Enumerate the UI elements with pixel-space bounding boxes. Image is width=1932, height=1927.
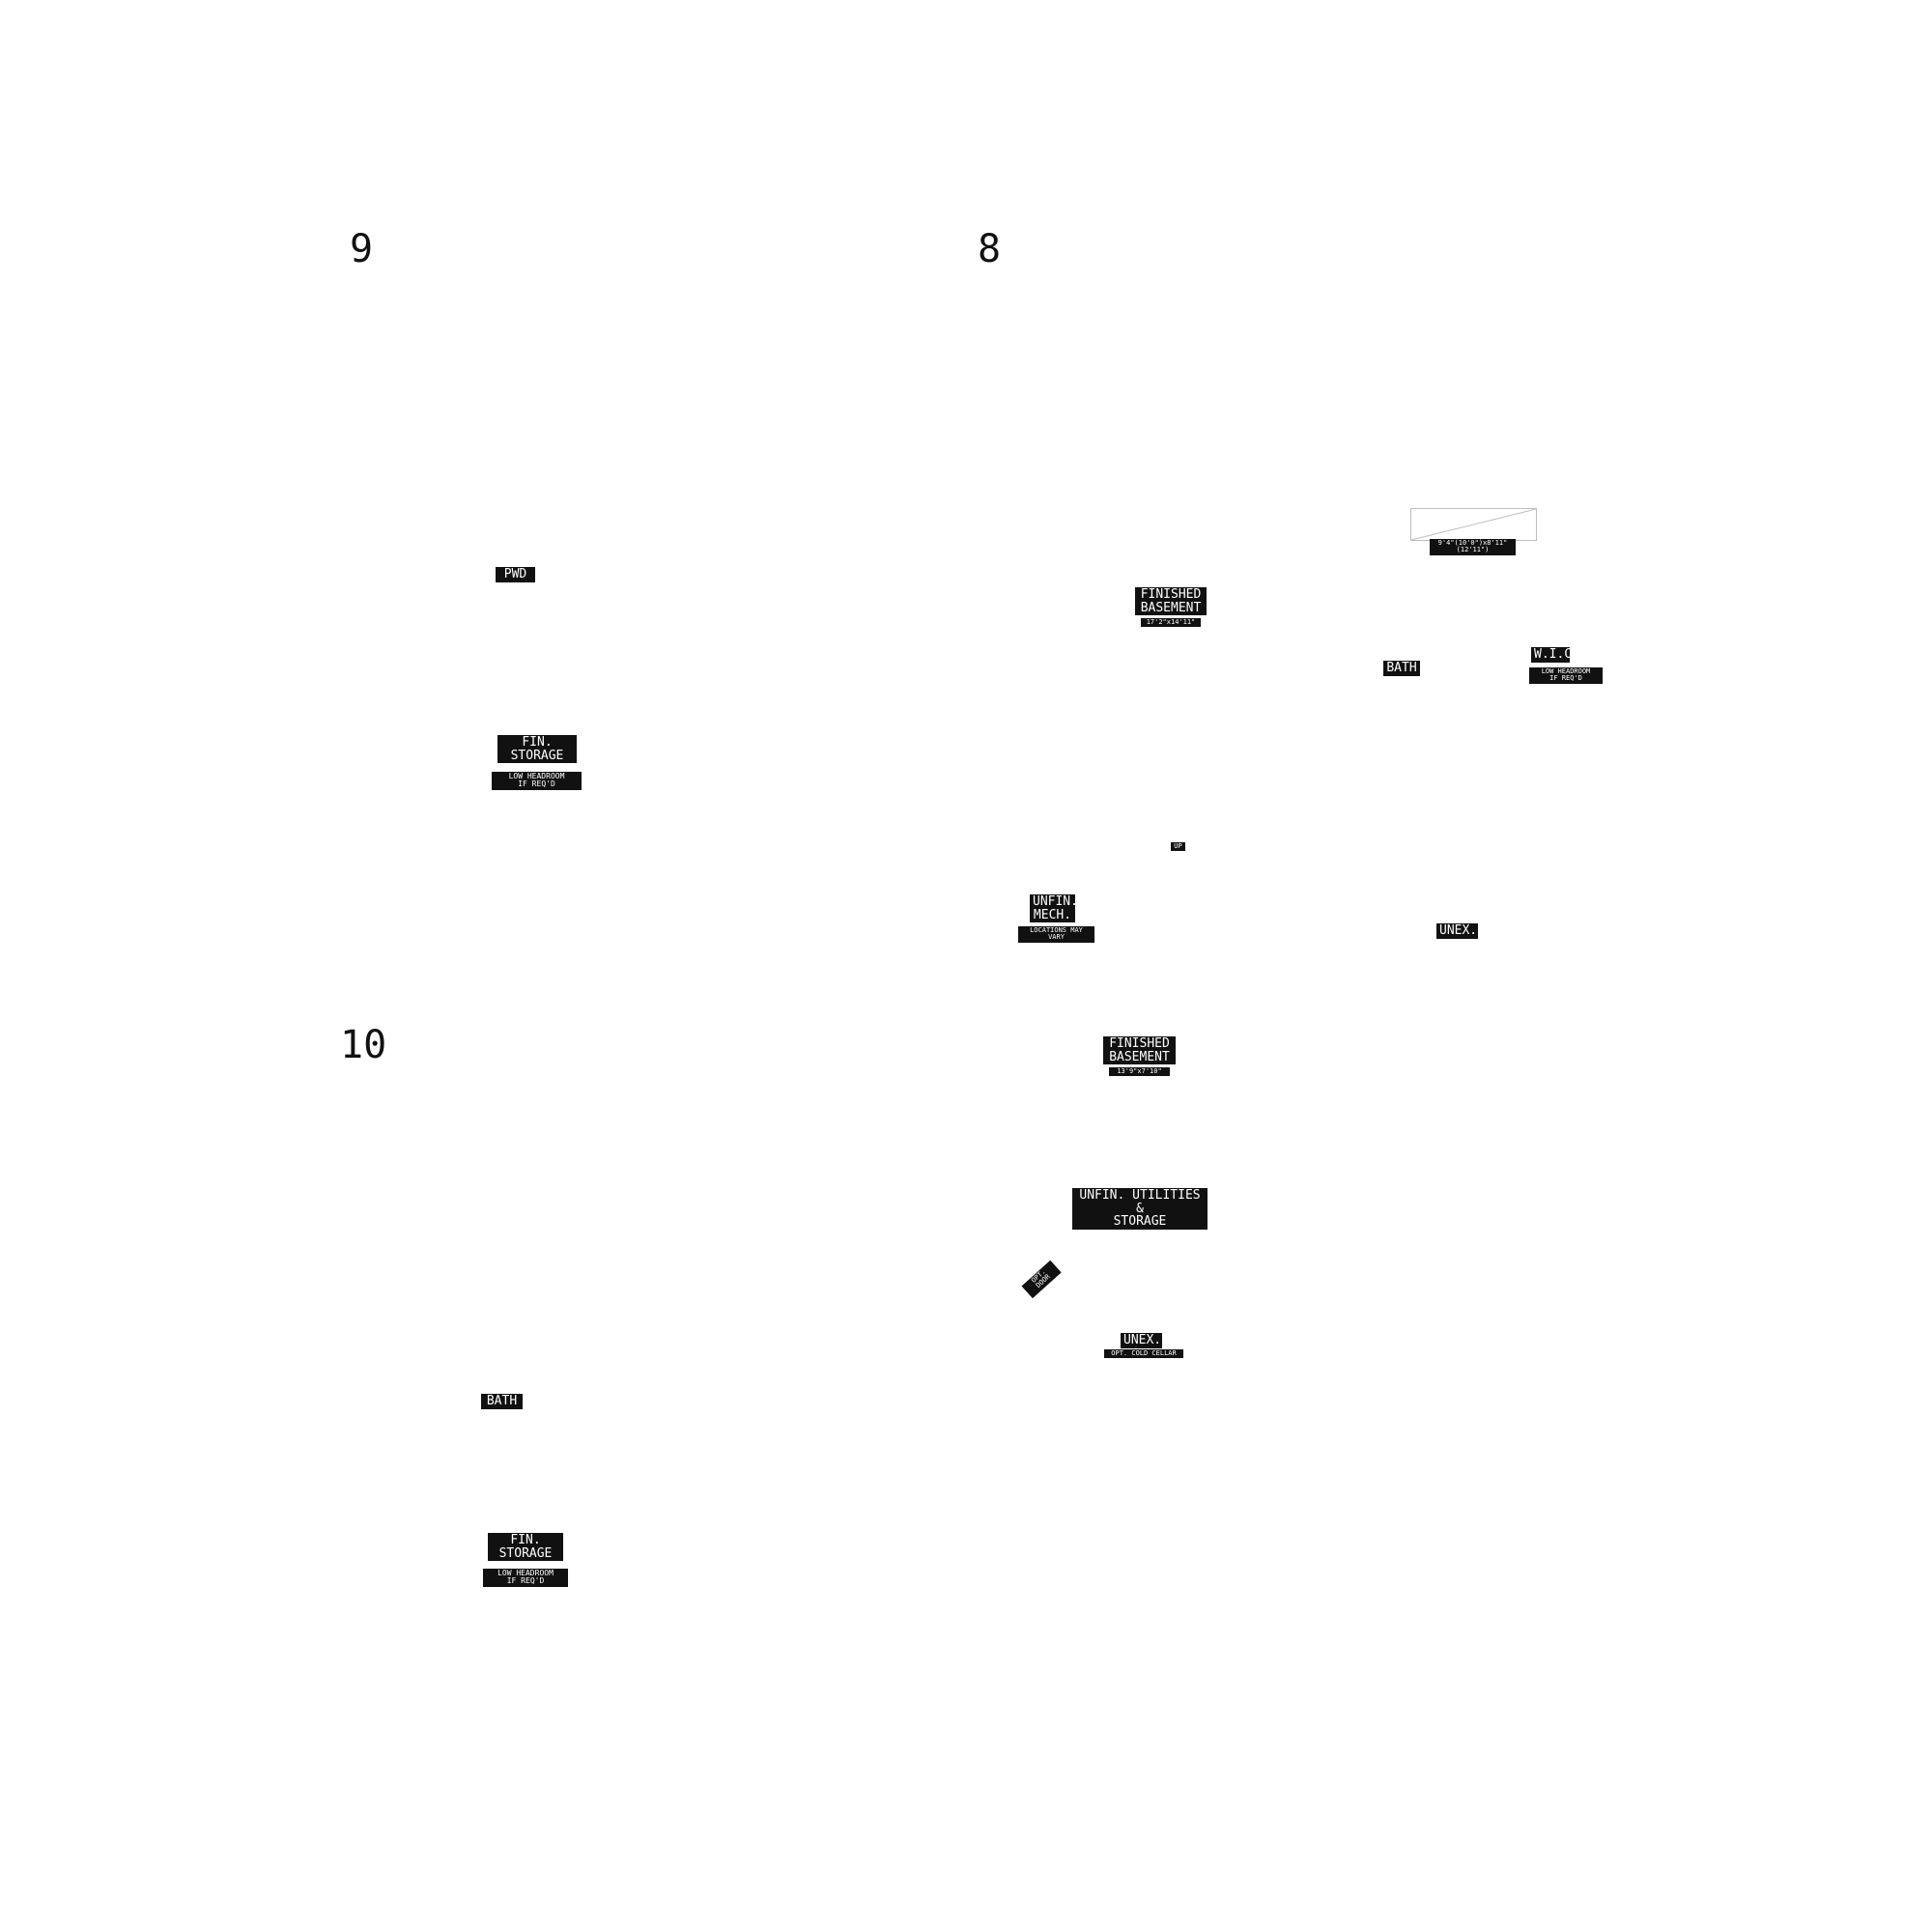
room-label-bath: BATH xyxy=(1383,661,1420,676)
room-label-bath-plan10: BATH xyxy=(481,1394,523,1409)
room-label-unex: UNEX. xyxy=(1436,923,1478,939)
plan-number-10: 10 xyxy=(340,1023,387,1067)
dimension-box-diagonal-line xyxy=(1411,509,1536,540)
room-note-wic-low-headroom: LOW HEADROOM IF REQ'D xyxy=(1529,667,1603,684)
room-dimension-finished-basement: 17'2"x14'11" xyxy=(1141,618,1201,628)
room-label-unfin-utilities-storage: UNFIN. UTILITIES & STORAGE xyxy=(1072,1188,1208,1230)
room-label-fin-storage: FIN. STORAGE xyxy=(497,735,577,764)
room-label-fin-storage-plan10: FIN. STORAGE xyxy=(488,1533,563,1562)
room-dimension-label: 9'4"(10'0")x8'11"(12'11") xyxy=(1430,539,1516,555)
room-label-wic: W.I.C. xyxy=(1531,647,1579,663)
room-note-low-headroom-plan10: LOW HEADROOM IF REQ'D xyxy=(483,1569,568,1587)
room-note-locations-may-vary: LOCATIONS MAY VARY xyxy=(1018,926,1094,943)
room-label-finished-basement: FINISHED BASEMENT xyxy=(1135,587,1207,616)
plan-number-8: 8 xyxy=(978,227,1002,271)
room-label-unfin-mech: UNFIN. MECH. xyxy=(1030,894,1078,923)
room-label-unex-2: UNEX. xyxy=(1121,1333,1162,1348)
stair-label-up: UP xyxy=(1171,842,1185,852)
dimension-box-diagonal xyxy=(1411,509,1536,540)
room-note-low-headroom: LOW HEADROOM IF REQ'D xyxy=(492,772,582,790)
plan-number-9: 9 xyxy=(350,227,374,271)
room-label-pwd: PWD xyxy=(496,567,535,582)
room-note-opt-cold-cellar: OPT. COLD CELLAR xyxy=(1104,1349,1183,1359)
door-label-opt-door: OPT. DOOR xyxy=(1021,1260,1062,1298)
dimension-box xyxy=(1410,508,1537,541)
room-label-finished-basement-2: FINISHED BASEMENT xyxy=(1103,1036,1176,1065)
room-dimension-finished-basement-2: 13'9"x7'10" xyxy=(1109,1067,1170,1077)
